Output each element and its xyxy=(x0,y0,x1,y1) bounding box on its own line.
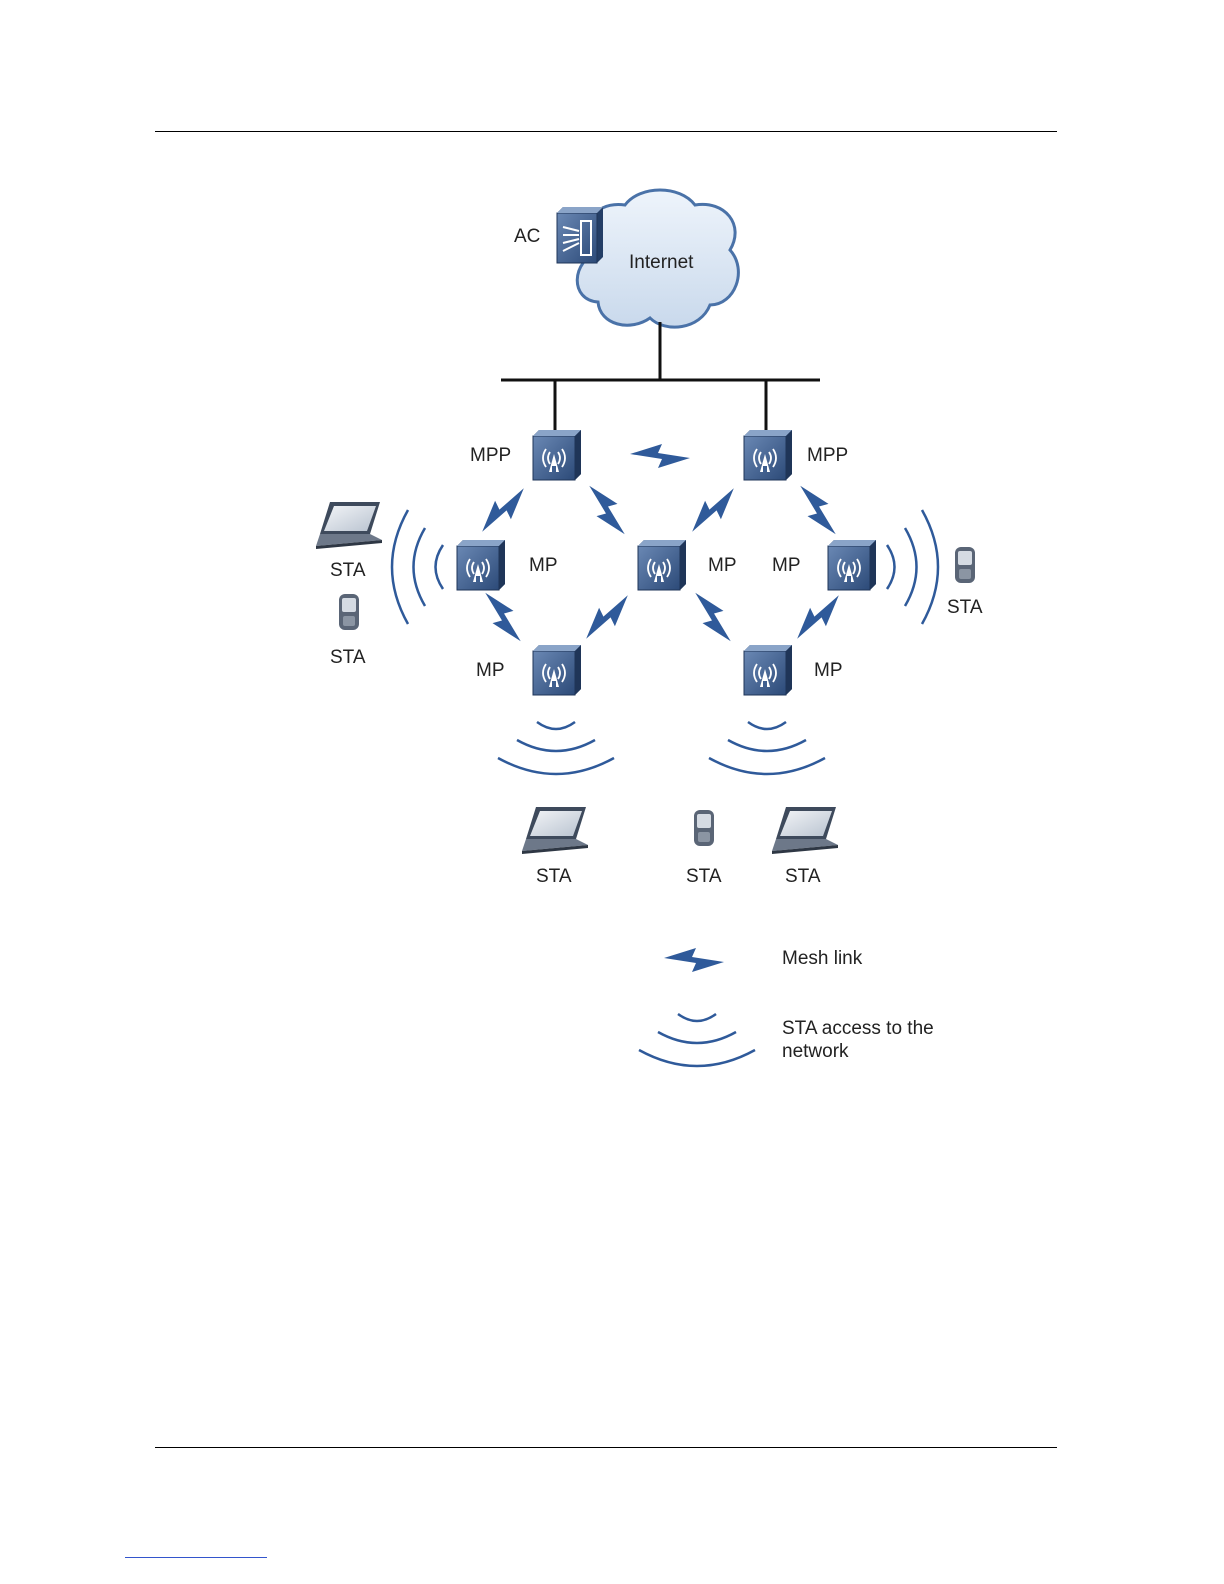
wireless-wave-icon xyxy=(709,722,825,774)
mpp-left-ap-icon xyxy=(533,430,581,480)
laptop-icon xyxy=(316,502,382,549)
laptop-icon xyxy=(522,807,588,854)
mpp-right-label: MPP xyxy=(807,445,848,466)
mesh-link-icon xyxy=(475,479,532,540)
sta-left-laptop-label: STA xyxy=(330,560,366,581)
mp-right-ap-icon xyxy=(828,540,876,590)
sta-right-phone-label: STA xyxy=(947,597,983,618)
mp-center-ap-icon xyxy=(638,540,686,590)
mesh-link-icon xyxy=(630,444,690,468)
wireless-wave-icon xyxy=(498,722,614,774)
legend-mesh-link-label: Mesh link xyxy=(782,948,863,969)
sta-bottom-laptop-2-label: STA xyxy=(785,866,821,887)
legend-wireless-wave-icon xyxy=(639,1014,755,1066)
mpp-left-label: MPP xyxy=(470,445,511,466)
laptop-icon xyxy=(772,807,838,854)
sta-bottom-phone-label: STA xyxy=(686,866,722,887)
legend-sta-access-label-line2: network xyxy=(782,1041,849,1062)
mpp-right-ap-icon xyxy=(744,430,792,480)
mesh-link-icon xyxy=(579,479,636,540)
mp-left-label: MP xyxy=(529,555,558,576)
sta-left-phone-label: STA xyxy=(330,647,366,668)
wireless-wave-icon xyxy=(392,510,443,624)
mp-bottom-right-label: MP xyxy=(814,660,843,681)
mp-center-label: MP xyxy=(708,555,737,576)
ac-label: AC xyxy=(514,226,540,247)
phone-icon xyxy=(955,547,975,583)
legend-sta-access-label-line1: STA access to the xyxy=(782,1018,934,1039)
mesh-link-icon xyxy=(579,586,636,647)
mp-bottom-right-ap-icon xyxy=(744,645,792,695)
mp-bottom-left-label: MP xyxy=(476,660,505,681)
mp-right-label: MP xyxy=(772,555,801,576)
mesh-link-icon xyxy=(685,586,742,647)
mp-bottom-left-ap-icon xyxy=(533,645,581,695)
phone-icon xyxy=(339,594,359,630)
mesh-link-icon xyxy=(790,479,847,540)
sta-bottom-laptop-1-label: STA xyxy=(536,866,572,887)
mesh-link-icon xyxy=(685,479,742,540)
phone-icon xyxy=(694,810,714,846)
mesh-link-icon xyxy=(790,586,847,647)
wired-backbone xyxy=(501,322,820,432)
mesh-link-icon xyxy=(475,586,532,647)
legend-mesh-link-icon xyxy=(664,948,724,972)
mp-left-ap-icon xyxy=(457,540,505,590)
internet-label: Internet xyxy=(629,252,694,273)
ac-device xyxy=(557,207,603,263)
wireless-wave-icon xyxy=(887,510,938,624)
